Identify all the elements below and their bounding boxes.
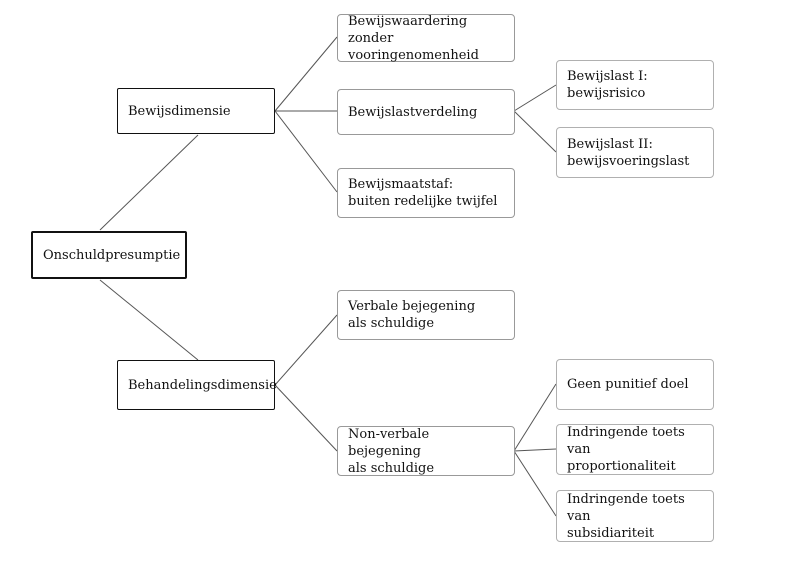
node-label: Indringende toets van proportionaliteit <box>567 425 685 474</box>
node-label: Bewijsdimensie <box>128 103 231 119</box>
connector-nonverbale-subsidiariteit <box>513 450 557 517</box>
node-label: Verbale bejegening als schuldige <box>348 299 476 331</box>
node-label: Indringende toets van subsidiariteit <box>567 491 685 541</box>
node-label: Onschuldpresumptie <box>43 247 181 263</box>
node-behandelingsdimensie: Behandelingsdimensie <box>117 360 277 410</box>
node-label: Behandelingsdimensie <box>128 377 277 393</box>
connector-nonverbale-punitief <box>513 383 557 452</box>
node-bewijslast-1: Bewijslast I: bewijsrisico <box>556 60 714 110</box>
node-verbale-bejegening: Verbale bejegening als schuldige <box>337 290 515 340</box>
connector-bewijslastverdeling-bewijslast-2 <box>513 110 557 153</box>
node-label: Non-verbale bejegening als schuldige <box>348 426 435 476</box>
node-label: Bewijslast I: bewijsrisico <box>567 69 648 101</box>
node-bewijslast-2: Bewijslast II: bewijsvoeringslast <box>556 127 714 178</box>
connector-root-behandelingsdimensie <box>99 279 199 361</box>
connector-behandeling-nonverbale <box>274 384 338 452</box>
node-proportionaliteit: Indringende toets van proportionaliteit <box>556 424 714 475</box>
connector-behandeling-verbale <box>274 314 338 386</box>
node-nonverbale-bejegening: Non-verbale bejegening als schuldige <box>337 426 515 476</box>
node-bewijsdimensie: Bewijsdimensie <box>117 88 275 134</box>
node-onschuldpresumptie: Onschuldpresumptie <box>31 231 187 279</box>
node-bewijsmaatstaf: Bewijsmaatstaf: buiten redelijke twijfel <box>337 168 515 218</box>
node-bewijswaardering: Bewijswaardering zonder vooringenomenhei… <box>337 13 515 63</box>
node-bewijslastverdeling: Bewijslastverdeling <box>337 89 515 135</box>
connector-bewijsdimensie-bewijswaardering <box>274 36 338 112</box>
node-label: Bewijslastverdeling <box>348 104 478 120</box>
node-geen-punitief-doel: Geen punitief doel <box>556 359 714 410</box>
connector-nonverbale-proportionaliteit <box>513 448 557 452</box>
node-subsidiariteit: Indringende toets van subsidiariteit <box>556 490 714 542</box>
connector-root-bewijsdimensie <box>99 134 199 231</box>
node-label: Bewijswaardering zonder vooringenomenhei… <box>348 13 479 63</box>
connector-bewijsdimensie-bewijsmaatstaf <box>274 110 338 193</box>
node-label: Bewijsmaatstaf: buiten redelijke twijfel <box>348 177 498 209</box>
node-label: Geen punitief doel <box>567 377 689 392</box>
node-label: Bewijslast II: bewijsvoeringslast <box>567 136 690 169</box>
connector-bewijslastverdeling-bewijslast-1 <box>513 84 557 112</box>
